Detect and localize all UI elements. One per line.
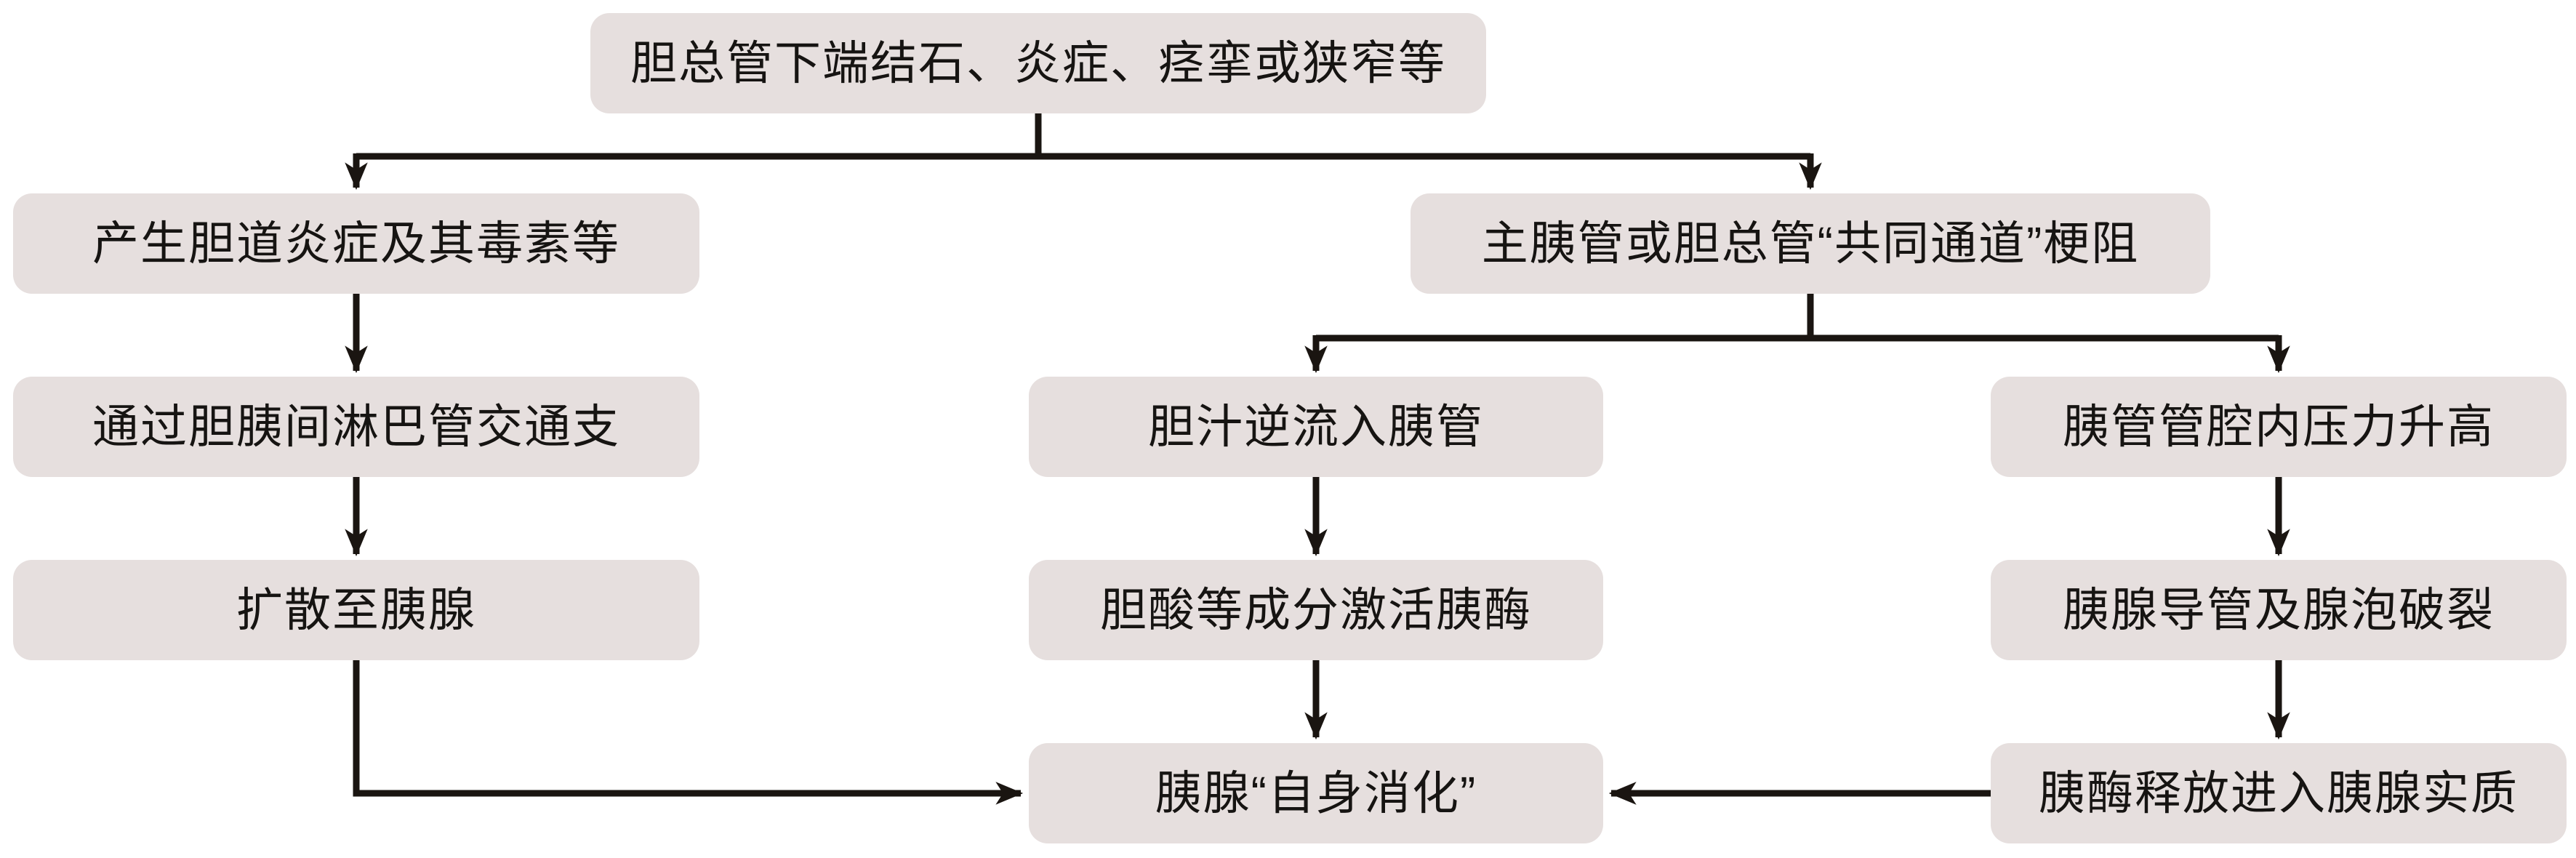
edge-spread-to-autodigestion [353, 660, 1024, 805]
node-label: 胰管管腔内压力升高 [2063, 400, 2495, 453]
node-lymphatic-branches: 通过胆胰间淋巴管交通支 [13, 377, 699, 477]
node-label: 通过胆胰间淋巴管交通支 [92, 400, 620, 453]
node-label: 胆汁逆流入胰管 [1148, 400, 1484, 453]
node-duct-acini-rupture: 胰腺导管及腺泡破裂 [1991, 560, 2567, 660]
node-label: 产生胆道炎症及其毒素等 [92, 217, 620, 270]
node-label: 胰腺导管及腺泡破裂 [2063, 583, 2495, 636]
node-biliary-inflammation: 产生胆道炎症及其毒素等 [13, 193, 699, 294]
node-spread-to-pancreas: 扩散至胰腺 [13, 560, 699, 660]
node-common-channel-obstruction: 主胰管或胆总管“共同通道”梗阻 [1411, 193, 2210, 294]
node-label: 主胰管或胆总管“共同通道”梗阻 [1481, 217, 2140, 270]
node-label: 胆总管下端结石、炎症、痉挛或狭窄等 [630, 36, 1446, 89]
node-bile-reflux: 胆汁逆流入胰管 [1029, 377, 1603, 477]
node-duct-pressure: 胰管管腔内压力升高 [1991, 377, 2567, 477]
node-enzyme-release: 胰酶释放进入胰腺实质 [1991, 743, 2567, 843]
node-autodigestion: 胰腺“自身消化” [1029, 743, 1603, 843]
node-label: 胆酸等成分激活胰酶 [1100, 583, 1532, 636]
node-label: 扩散至胰腺 [236, 583, 476, 636]
node-label: 胰腺“自身消化” [1155, 766, 1477, 819]
node-bile-acid-activation: 胆酸等成分激活胰酶 [1029, 560, 1603, 660]
node-cbd-lesion: 胆总管下端结石、炎症、痉挛或狭窄等 [590, 13, 1486, 113]
node-label: 胰酶释放进入胰腺实质 [2039, 766, 2519, 819]
